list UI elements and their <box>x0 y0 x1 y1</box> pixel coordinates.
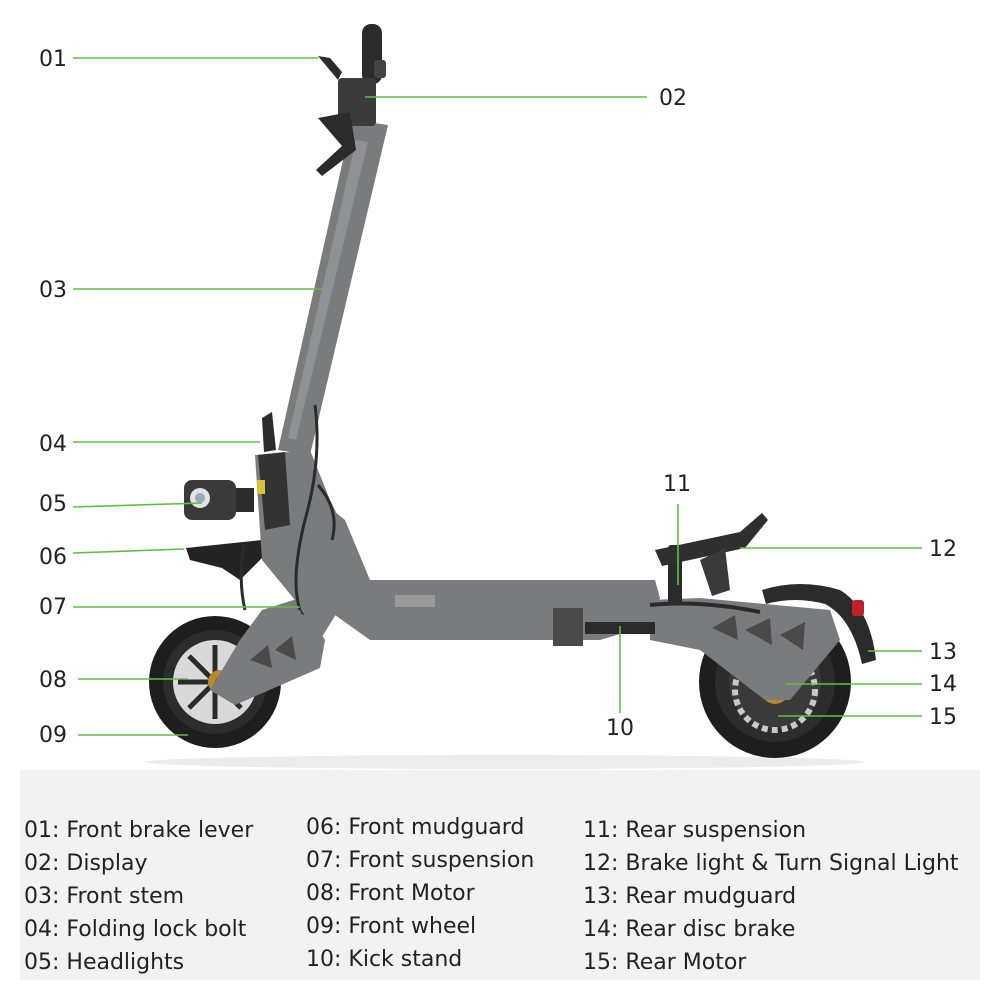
front-brake-lever-icon <box>318 56 342 80</box>
callout-04: 04 <box>39 432 67 457</box>
callout-08: 08 <box>39 668 67 693</box>
scooter-diagram: 01 02 03 04 05 06 07 08 09 10 11 12 13 1… <box>39 24 957 769</box>
legend-item: 07: Front suspension <box>306 848 535 873</box>
callout-02: 02 <box>659 86 687 111</box>
legend-item: 02: Display <box>24 851 148 876</box>
callout-12: 12 <box>929 537 957 562</box>
legend-item: 11: Rear suspension <box>583 818 807 843</box>
legend-column-1: 01: Front brake lever 02: Display 03: Fr… <box>24 814 253 979</box>
rear-fender <box>762 584 876 664</box>
ground-shadow <box>145 755 865 769</box>
kick-stand-icon <box>553 608 655 646</box>
legend-item: 06: Front mudguard <box>306 815 525 840</box>
callout-13: 13 <box>929 640 957 665</box>
headlight-icon <box>184 480 254 520</box>
leader-lines <box>72 57 922 736</box>
callout-06: 06 <box>39 545 67 570</box>
legend-item: 08: Front Motor <box>306 881 475 906</box>
legend-item: 13: Rear mudguard <box>583 884 797 909</box>
main-deck <box>320 500 660 640</box>
callout-14: 14 <box>929 672 957 697</box>
callout-09: 09 <box>39 723 67 748</box>
legend-column-2: 06: Front mudguard 07: Front suspension … <box>306 811 534 976</box>
legend-item: 03: Front stem <box>24 884 185 909</box>
legend-item: 12: Brake light & Turn Signal Light <box>583 851 959 876</box>
legend-item: 14: Rear disc brake <box>583 917 796 942</box>
callout-10: 10 <box>606 716 634 741</box>
callout-01: 01 <box>39 47 67 72</box>
legend-item: 01: Front brake lever <box>24 818 254 843</box>
deck-label <box>395 595 435 607</box>
legend-column-3: 11: Rear suspension 12: Brake light & Tu… <box>583 814 959 979</box>
rear-disc-brake-icon <box>732 647 818 733</box>
front-stem <box>278 120 388 455</box>
scooter-illustration <box>149 24 876 758</box>
brake-light-icon <box>852 600 864 616</box>
legend-item: 05: Headlights <box>24 950 185 975</box>
legend-item: 09: Front wheel <box>306 914 477 939</box>
rear-deck-plate <box>655 513 768 566</box>
callout-05: 05 <box>39 492 67 517</box>
rear-swing-arm <box>650 598 840 700</box>
legend-item: 04: Folding lock bolt <box>24 917 247 942</box>
parts-legend: 01: Front brake lever 02: Display 03: Fr… <box>20 770 980 980</box>
front-mudguard <box>186 540 268 580</box>
callout-15: 15 <box>929 705 957 730</box>
callout-numbers: 01 02 03 04 05 06 07 08 09 10 11 12 13 1… <box>39 47 957 748</box>
legend-item: 15: Rear Motor <box>583 950 747 975</box>
callout-11: 11 <box>663 472 691 497</box>
folding-lock-bolt <box>262 412 276 452</box>
legend-item: 10: Kick stand <box>306 947 463 972</box>
callout-03: 03 <box>39 278 67 303</box>
callout-07: 07 <box>39 595 67 620</box>
